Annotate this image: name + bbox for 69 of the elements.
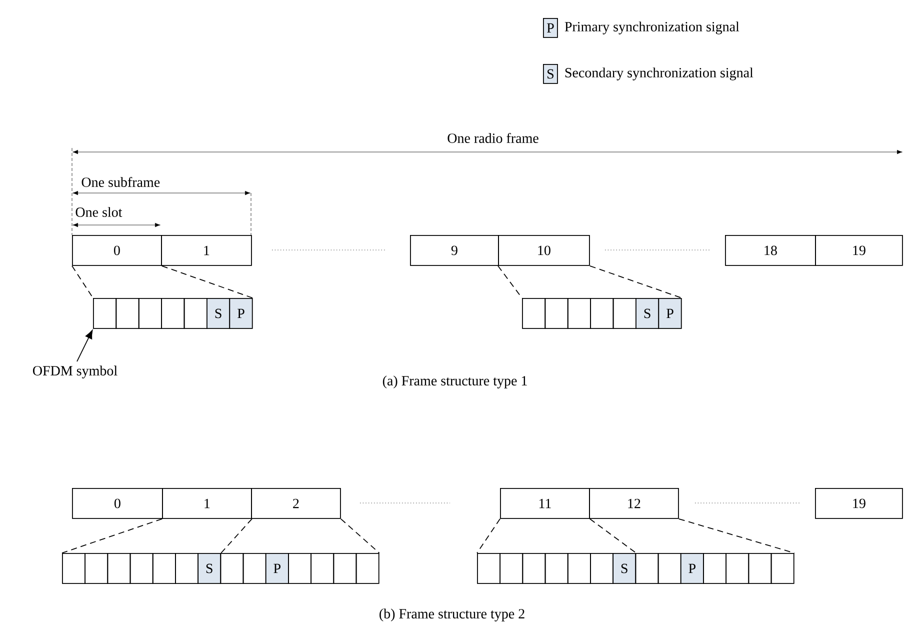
symbol-cell [130, 553, 154, 584]
slot-box: 10 [498, 235, 590, 266]
symbol-cell [93, 298, 117, 329]
symbol-cell [703, 553, 726, 584]
symbol-cell [220, 553, 244, 584]
symbol-cell [138, 298, 162, 329]
symbol-cell [522, 553, 546, 584]
symbol-cell [84, 553, 108, 584]
symbol-cell: P [658, 298, 682, 329]
symbol-cell [107, 553, 131, 584]
slot-box: 18 [725, 235, 816, 266]
symbol-cell [62, 553, 86, 584]
symbol-cell [567, 553, 591, 584]
expansion-line [589, 518, 637, 554]
caption: (a) Frame structure type 1 [382, 376, 527, 388]
symbol-cell [567, 298, 591, 329]
slot-box: 2 [251, 488, 341, 519]
slot-box: 11 [500, 488, 590, 519]
symbol-cell [590, 298, 614, 329]
symbol-cell [161, 298, 185, 329]
symbol-cell [748, 553, 772, 584]
symbol-cell: S [612, 553, 636, 584]
symbol-cell [544, 553, 568, 584]
expansion-line [62, 518, 162, 554]
dimension-label: One subframe [82, 177, 160, 187]
symbol-cell [152, 553, 176, 584]
leader-line [76, 330, 93, 362]
symbol-cell [500, 553, 524, 584]
expansion-line [678, 518, 795, 554]
symbol-cell [310, 553, 334, 584]
legend-text: Primary synchronization signal [564, 22, 740, 34]
symbol-cell [477, 553, 500, 584]
symbol-cell: P [229, 298, 253, 329]
legend-box: P [543, 18, 558, 38]
dimension-label: One slot [76, 207, 122, 217]
symbol-cell [288, 553, 312, 584]
expansion-line [476, 518, 500, 554]
expansion-line [220, 518, 252, 554]
symbol-cell: S [636, 298, 660, 329]
slot-box: 19 [815, 488, 903, 519]
symbol-cell: S [198, 553, 222, 584]
caption: (b) Frame structure type 2 [380, 608, 524, 622]
symbol-cell [635, 553, 659, 584]
symbol-cell [116, 298, 140, 329]
symbol-cell [770, 553, 794, 584]
symbol-cell: P [265, 553, 289, 584]
expansion-line [161, 265, 254, 298]
slot-box: 0 [72, 235, 162, 266]
slot-box: 19 [815, 235, 903, 266]
slot-box: 12 [589, 488, 679, 519]
slot-box: 1 [162, 488, 252, 519]
symbol-cell [544, 298, 568, 329]
slot-box: 0 [72, 488, 163, 519]
symbol-cell [522, 298, 546, 329]
symbol-cell [726, 553, 750, 584]
legend-text: Secondary synchronization signal [565, 68, 754, 80]
symbol-cell [333, 553, 357, 584]
symbol-cell: S [206, 298, 230, 329]
legend-box: S [543, 64, 558, 84]
slot-box: 1 [161, 235, 252, 266]
expansion-line [498, 265, 522, 298]
symbol-cell [356, 553, 380, 584]
expansion-line [589, 265, 682, 298]
symbol-cell: P [680, 553, 704, 584]
expansion-line [340, 518, 380, 554]
dimension-label: One radio frame [448, 133, 538, 143]
callout-text: OFDM symbol [33, 366, 118, 378]
slot-box: 9 [410, 235, 499, 266]
expansion-line [72, 265, 94, 298]
